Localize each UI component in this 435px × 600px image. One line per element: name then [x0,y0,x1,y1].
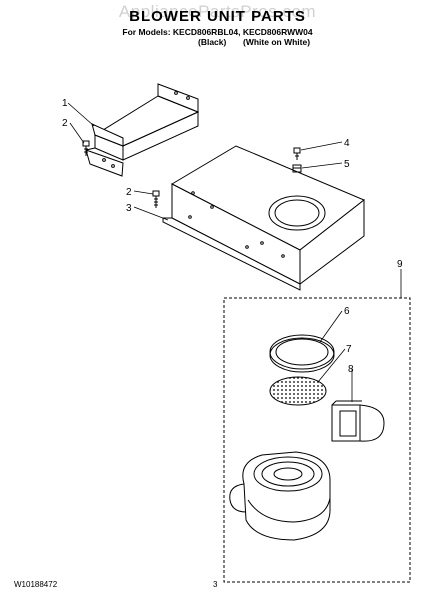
part-screw-4 [293,147,301,160]
callout-2-lower: 2 [126,187,132,198]
document-number: W10188472 [14,580,58,589]
part-nut-5 [292,164,302,173]
part-blower-wheel-housing [229,451,331,541]
callout-8: 8 [348,364,354,375]
variant-black-label: (Black) [198,37,227,47]
part-screw-top [82,140,90,156]
callout-5: 5 [344,159,350,170]
callout-7: 7 [346,344,352,355]
part-bracket [85,83,200,177]
watermark: AppliancePartsPros.com [118,2,317,21]
callout-1: 1 [62,98,68,109]
leader-lines [67,102,402,402]
part-duct-8 [331,400,385,442]
assembly-outline [223,297,411,583]
part-screw-lower [152,190,160,208]
callout-3: 3 [126,203,132,214]
variant-white-label: (White on White) [243,37,311,47]
part-mesh-filter-7 [269,376,327,406]
page-number: 3 [213,580,218,589]
callout-6: 6 [344,306,350,317]
models-line: For Models: KECD806RBL04, KECD806RWW04 [122,27,313,37]
callout-9: 9 [397,259,403,270]
part-ring-6 [269,334,335,373]
part-blower-housing [162,145,365,291]
page-title: BLOWER UNIT PARTS [129,8,306,25]
callout-2-top: 2 [62,118,68,129]
callout-4: 4 [344,138,350,149]
